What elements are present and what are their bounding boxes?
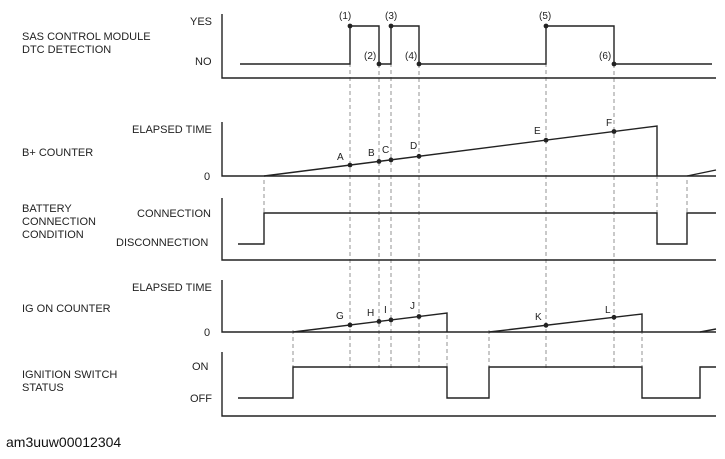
ig-row-title: IG ON COUNTER: [22, 303, 111, 315]
point-e: E: [534, 126, 541, 137]
bplus-axis: [221, 122, 716, 177]
level-disconnection: DISCONNECTION: [116, 237, 208, 249]
ig-points: G H I J K L: [336, 301, 617, 328]
ig-ramp-2: [488, 313, 643, 333]
ig-axis: [221, 280, 716, 333]
marker-4: (4): [405, 51, 417, 62]
ignition-axis: [221, 352, 716, 417]
point-i: I: [384, 305, 387, 316]
bplus-level-elapsed: ELAPSED TIME: [132, 124, 212, 136]
point-d: D: [410, 141, 417, 152]
sas-markers: (1) (2) (3) (4) (5) (6): [339, 11, 617, 67]
ignition-row: IGNITION SWITCH STATUS ON OFF: [22, 352, 716, 417]
point-l: L: [605, 305, 611, 316]
ig-ramp-1: [292, 312, 448, 333]
level-on: ON: [192, 361, 209, 373]
point-j: J: [410, 301, 415, 312]
battery-signal: [238, 212, 716, 245]
sas-axis: [221, 14, 716, 79]
battery-row: BATTERY CONNECTION CONDITION CONNECTION …: [22, 198, 716, 261]
bplus-ramp-2: [686, 169, 717, 177]
point-h: H: [367, 308, 374, 319]
bplus-ramp-1: [263, 125, 658, 177]
level-no: NO: [195, 56, 212, 68]
point-c: C: [382, 145, 389, 156]
marker-3: (3): [385, 11, 397, 22]
marker-5: (5): [539, 11, 551, 22]
timing-diagram: SAS CONTROL MODULE DTC DETECTION YES NO …: [22, 11, 717, 417]
bplus-counter-row: B+ COUNTER ELAPSED TIME 0 A B C D E F: [22, 118, 717, 183]
point-a: A: [337, 152, 344, 163]
level-off: OFF: [190, 393, 212, 405]
reference-lines: [263, 28, 688, 368]
point-g: G: [336, 311, 344, 322]
bplus-points: A B C D E F: [337, 118, 617, 168]
level-yes: YES: [190, 16, 212, 28]
battery-axis: [221, 198, 716, 261]
bplus-row-title: B+ COUNTER: [22, 147, 93, 159]
bplus-level-zero: 0: [204, 171, 210, 183]
ig-level-zero: 0: [204, 327, 210, 339]
marker-2: (2): [364, 51, 376, 62]
point-k: K: [535, 312, 542, 323]
ignition-signal: [238, 366, 716, 399]
sas-signal: [240, 25, 712, 65]
point-b: B: [368, 148, 375, 159]
ig-level-elapsed: ELAPSED TIME: [132, 282, 212, 294]
point-f: F: [606, 118, 612, 129]
figure-caption: am3uuw00012304: [6, 434, 122, 450]
ig-ramp-3: [699, 328, 717, 333]
sas-row-title: SAS CONTROL MODULE DTC DETECTION: [22, 31, 154, 56]
sas-dtc-row: SAS CONTROL MODULE DTC DETECTION YES NO …: [22, 11, 716, 79]
ignition-row-title: IGNITION SWITCH STATUS: [22, 369, 120, 394]
level-connection: CONNECTION: [137, 208, 211, 220]
marker-6: (6): [599, 51, 611, 62]
battery-row-title: BATTERY CONNECTION CONDITION: [22, 203, 99, 241]
marker-1: (1): [339, 11, 351, 22]
ig-counter-row: IG ON COUNTER ELAPSED TIME 0 G H I J K L: [22, 280, 717, 339]
